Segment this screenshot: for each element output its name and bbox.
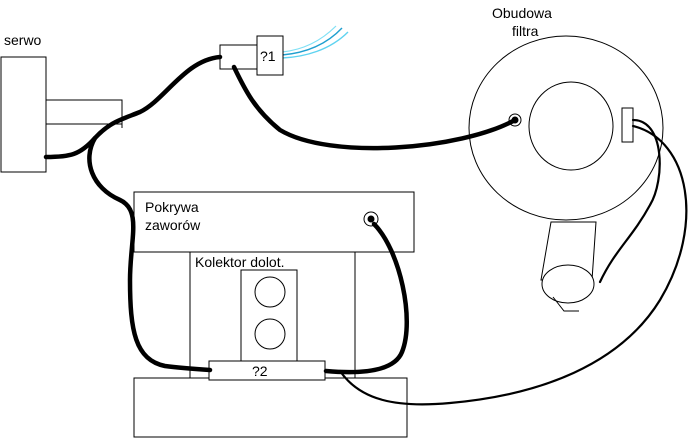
signal-wire-dark [281, 27, 343, 56]
filter-housing: Obudowa filtra [468, 5, 664, 312]
connector-1-plug [219, 44, 258, 70]
hose-valve-cover-to-connector-2 [323, 221, 410, 375]
connector-1-label: ?1 [260, 48, 276, 64]
hose-servo-to-connector-1 [43, 54, 223, 160]
valve-cover-label-line2: zaworów [145, 217, 201, 233]
valve-cover: Pokrywa zaworów [133, 191, 415, 253]
filter-housing-inner [528, 81, 614, 171]
filter-housing-label-line1: Obudowa [492, 5, 552, 21]
filter-housing-label-line2: filtra [512, 23, 539, 39]
connector-1-body [256, 35, 284, 76]
intake-runner-top [254, 276, 286, 308]
hose-servo-to-connector-2 [87, 135, 213, 373]
servo-label: serwo [4, 32, 42, 48]
intake-manifold-label: Kolektor dolot. [195, 254, 285, 270]
hose-connector-1-to-filter [231, 64, 518, 151]
filter-port-right [621, 107, 634, 143]
connector-1: ?1 [219, 25, 349, 76]
connector-2-label: ?2 [252, 363, 268, 379]
base-plate [133, 377, 408, 438]
thin-hose-filter-port-to-connector-2 [338, 124, 688, 406]
servo-body [0, 56, 47, 173]
servo: serwo [0, 32, 123, 173]
signal-wire-light [281, 31, 349, 59]
thin-hoses [338, 118, 688, 406]
thin-hose-filter-port-to-bulb [598, 118, 661, 284]
engine-block: Kolektor dolot. ?2 [133, 252, 408, 438]
filter-bulb [541, 264, 595, 304]
intake-runner-bottom [254, 318, 286, 350]
valve-cover-label-line1: Pokrywa [145, 199, 199, 215]
servo-rod-housing [45, 99, 123, 125]
valve-cover-port-hole [367, 215, 375, 223]
hoses [43, 54, 518, 375]
signal-wire-light-2 [281, 25, 337, 53]
